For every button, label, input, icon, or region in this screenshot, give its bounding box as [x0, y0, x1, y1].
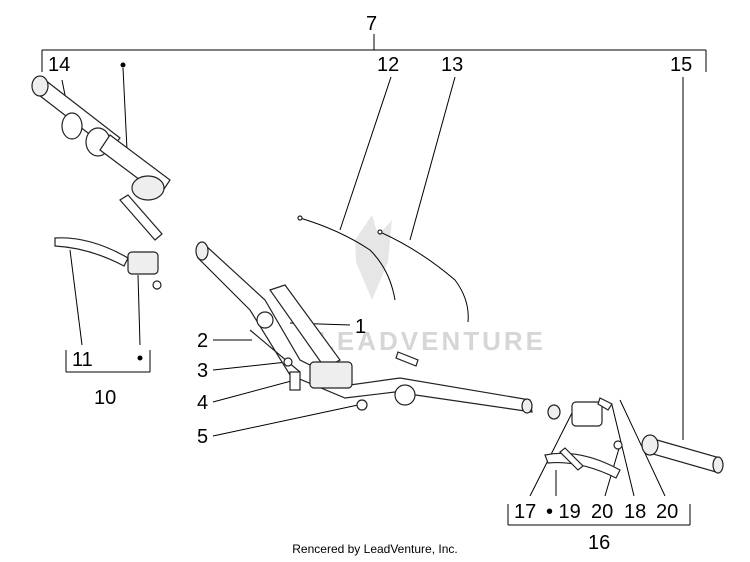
label-18: 18 [624, 501, 646, 523]
label-5: 5 [197, 426, 208, 448]
label-20b: 20 [656, 501, 678, 523]
watermark-text: LEADVENTURE [318, 326, 546, 356]
handlebar [195, 241, 533, 414]
right-lever-assembly [544, 440, 623, 479]
label-10: 10 [94, 387, 116, 409]
cables [297, 215, 469, 323]
label-2: 2 [197, 330, 208, 352]
label-16: 16 [588, 532, 610, 554]
label-7: 7 [366, 13, 377, 35]
label-17: 17 [514, 501, 536, 523]
bullet-dot [137, 355, 143, 361]
label-4: 4 [197, 392, 208, 414]
label-12: 12 [377, 54, 399, 76]
leadventure-watermark: LEADVENTURE [318, 215, 546, 356]
footer-credit: Rencered by LeadVenture, Inc. [292, 542, 458, 556]
label-20a: 20 [591, 501, 613, 523]
part-number-labels: 7 14 12 13 15 11 10 1 2 3 4 5 17 • 19 20… [48, 13, 692, 554]
label-3: 3 [197, 360, 208, 382]
callout-brackets [41, 34, 707, 526]
left-lever-assembly [54, 237, 162, 290]
left-grip-assembly [31, 75, 171, 241]
label-1: 1 [355, 316, 366, 338]
label-14: 14 [48, 54, 70, 76]
label-13: 13 [441, 54, 463, 76]
label-19: • 19 [546, 501, 581, 523]
right-grip-assembly [547, 397, 724, 474]
label-15: 15 [670, 54, 692, 76]
label-11: 11 [72, 349, 93, 371]
